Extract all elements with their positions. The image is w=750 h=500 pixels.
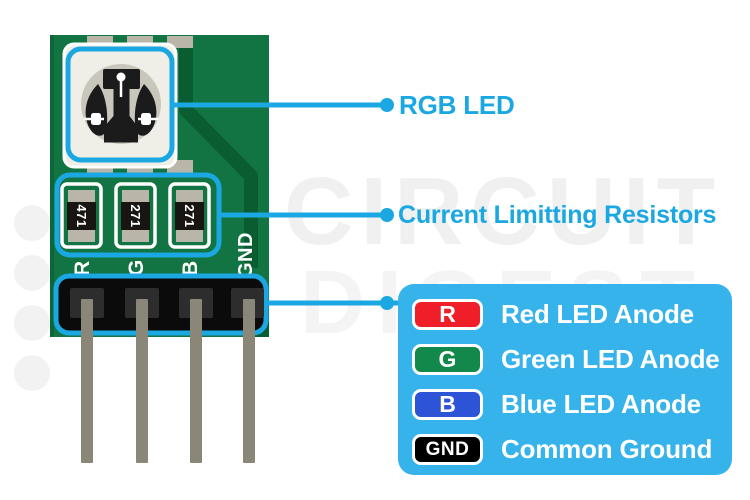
pin-badge-gnd: GND [412, 434, 483, 465]
callout-lines [171, 102, 399, 306]
callout-dot [380, 208, 394, 222]
pin-label-r: R [71, 261, 94, 276]
resistor-value: 471 [74, 204, 89, 227]
callout-label-resistors: Current Limitting Resistors [398, 200, 717, 229]
resistor-pad [122, 230, 149, 242]
resistors: 471 271 271 [60, 182, 211, 249]
legend-row-red: R Red LED Anode [412, 292, 732, 337]
watermark-chip-pin [14, 205, 50, 241]
resistor-body [121, 202, 150, 230]
watermark-circuit-text: CIRCUIT [284, 158, 723, 265]
legend-label-red: Red LED Anode [501, 299, 694, 329]
pin-label-b: B [179, 261, 202, 276]
callout-dot [380, 98, 394, 112]
resistor-pad [176, 190, 203, 202]
resistor-3: 271 [168, 182, 211, 249]
legend-row-gnd: GND Common Ground [412, 427, 732, 472]
led-bond-pad [141, 113, 151, 125]
led-bond-dot [116, 72, 126, 82]
resistor-silkscreen [60, 182, 103, 249]
callout-dot [380, 296, 394, 310]
resistor-body [67, 202, 96, 230]
led-die-structure [85, 69, 157, 143]
resistor-pad [122, 190, 149, 202]
resistor-pad [68, 190, 95, 202]
header-pins [81, 299, 255, 463]
resistor-body [175, 202, 204, 230]
led-bond-wires [84, 72, 158, 125]
resistor-pad [176, 230, 203, 242]
legend-label-blue: Blue LED Anode [501, 389, 701, 419]
resistor-silkscreen [168, 182, 211, 249]
pin-label-gnd: GND [235, 232, 257, 278]
led-die-pillar [104, 88, 138, 143]
resistor-silkscreen [114, 182, 157, 249]
header-pin [190, 299, 202, 463]
pin-badge-r: R [412, 299, 483, 330]
resistor-2: 271 [114, 182, 157, 249]
resistor-1: 471 [60, 182, 103, 249]
legend-label-gnd: Common Ground [501, 434, 713, 464]
watermark-chip-pin [14, 355, 50, 391]
header-pin [136, 299, 148, 463]
led-bond-pad [91, 113, 101, 125]
watermark-chip-pin [14, 255, 50, 291]
callout-dots [380, 98, 394, 310]
led-die-leaf-right [134, 84, 157, 136]
legend-label-green: Green LED Anode [501, 344, 720, 374]
pin-badge-b: B [412, 389, 483, 420]
legend-row-green: G Green LED Anode [412, 337, 732, 382]
watermark-chip-pin [14, 305, 50, 341]
led-die-leaf-left [85, 84, 108, 136]
resistor-value: 271 [182, 204, 197, 227]
legend-row-blue: B Blue LED Anode [412, 382, 732, 427]
callout-label-rgb-led: RGB LED [399, 89, 515, 120]
resistor-value: 271 [128, 204, 143, 227]
pinout-legend: R Red LED Anode G Green LED Anode B Blue… [398, 284, 732, 475]
led-pad [167, 36, 193, 48]
pin-label-g: G [125, 260, 148, 276]
resistor-pad [68, 230, 95, 242]
pcb-board-edge [50, 35, 54, 337]
header-pin [81, 299, 93, 463]
header-pin [243, 299, 255, 463]
pin-badge-g: G [412, 344, 483, 375]
pcb-trace [179, 38, 258, 268]
